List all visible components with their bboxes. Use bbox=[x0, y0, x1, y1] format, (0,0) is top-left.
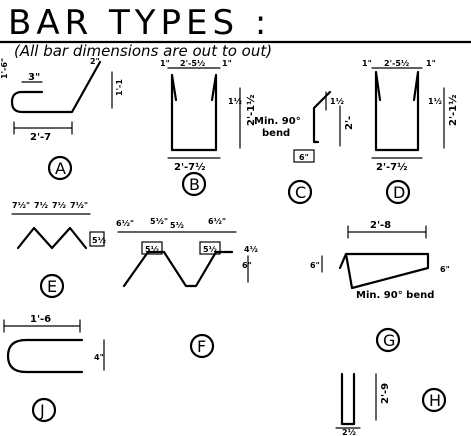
bar-g-group: 2'-8 6" 6" Min. 90° bend G bbox=[310, 220, 450, 353]
bar-a-label-circle bbox=[47, 155, 73, 181]
bar-d-dim-1a: 1" bbox=[362, 59, 372, 68]
bar-e-dim-a: 7½" bbox=[12, 200, 30, 210]
bar-f-group: 6½" 5½" 5½ 6½" 5½ 5½ 4½ 6" F bbox=[116, 216, 258, 359]
bar-d-dim-2-5: 2'-5½ bbox=[384, 58, 409, 68]
bar-f-dim-box-1 bbox=[141, 241, 163, 255]
bar-h-shape bbox=[340, 372, 356, 426]
bar-e-group: 7½" 7½ 7½ 7½" 5½ E bbox=[11, 200, 106, 299]
bar-b-label: B bbox=[189, 175, 200, 194]
bar-h-dim-2-9: 2'-9 bbox=[380, 383, 391, 404]
bar-b-dim-1a: 1" bbox=[160, 59, 170, 68]
page-subtitle: (All bar dimensions are out to out) bbox=[14, 42, 272, 60]
bar-b-dim-2-7: 2'-7½ bbox=[174, 162, 205, 173]
bar-f-dim-g: 4½ bbox=[244, 244, 258, 254]
bar-h-label: H bbox=[429, 391, 441, 410]
bar-f-dim-b: 5½" bbox=[150, 216, 168, 226]
bar-d-group: 1" 2'-5½ 1" 1½ 2'-1½ 2'-7½ D bbox=[362, 58, 459, 205]
bar-g-label: G bbox=[383, 331, 395, 350]
bar-g-dim-2-8: 2'-8 bbox=[370, 220, 391, 231]
bar-f-dim-e: 5½ bbox=[145, 244, 159, 254]
bar-j-group: 1'-6 4" J bbox=[3, 314, 105, 423]
bar-f-dim-box-2 bbox=[199, 241, 221, 255]
bar-f-dim-c: 5½ bbox=[170, 220, 184, 230]
bar-b-group: 1" 2'-5½ 1" 1½ 2'-1½ 2'-7½ B bbox=[160, 58, 257, 197]
bar-d-shape bbox=[374, 70, 420, 152]
bar-d-dim-1b: 1" bbox=[426, 59, 436, 68]
bar-d-dim-1h: 1½ bbox=[428, 96, 442, 106]
bar-g-dim-6b: 6" bbox=[440, 265, 450, 274]
bar-e-dim-rise: 5½ bbox=[92, 235, 106, 245]
page-title: BAR TYPES : bbox=[8, 3, 271, 43]
bar-a-dim-2-7: 2'-7 bbox=[30, 132, 51, 143]
bar-g-shape bbox=[338, 252, 430, 290]
bar-b-dim-2-5: 2'-5½ bbox=[180, 58, 205, 68]
bar-h-group: 2'-9 2½ H bbox=[335, 372, 447, 436]
bar-j-label: J bbox=[39, 401, 45, 420]
bar-g-dim-6a: 6" bbox=[310, 261, 320, 270]
bar-g-label-circle bbox=[375, 327, 401, 353]
bar-f-dim-a: 6½" bbox=[116, 218, 134, 228]
bar-b-label-circle bbox=[181, 171, 207, 197]
bar-f-dim-f: 5½ bbox=[203, 244, 217, 254]
bar-h-dim-2h: 2½ bbox=[342, 427, 356, 436]
bar-c-note-min: Min. 90° bbox=[254, 116, 301, 127]
bar-a-dim-1-6: 1'-6" bbox=[0, 58, 9, 79]
bar-c-dim-6: 6" bbox=[299, 153, 309, 162]
bar-f-label-circle bbox=[189, 333, 215, 359]
bar-j-shape bbox=[6, 338, 84, 374]
bar-b-shape bbox=[170, 73, 218, 152]
bar-e-dim-c: 7½ bbox=[52, 200, 66, 210]
bar-f-shape bbox=[122, 250, 234, 288]
bar-f-label: F bbox=[197, 337, 206, 356]
bar-c-group: 1½ 2'- Min. 90° bend 6" C bbox=[254, 90, 355, 205]
bar-a-group: 3" 2'-7 1'-6" 2" 1'-1 A bbox=[0, 57, 124, 181]
bar-c-dim-2: 2'- bbox=[344, 116, 355, 130]
bar-d-dim-2-1: 2'-1½ bbox=[448, 95, 459, 126]
bar-b-dim-1h: 1½ bbox=[228, 96, 242, 106]
bar-g-note: Min. 90° bend bbox=[356, 290, 434, 301]
bar-c-note-bend: bend bbox=[262, 128, 290, 139]
bar-e-dim-d: 7½" bbox=[70, 200, 88, 210]
bar-c-label-circle bbox=[287, 179, 313, 205]
bar-b-dim-2-1: 2'-1½ bbox=[246, 95, 257, 126]
bar-c-shape bbox=[312, 90, 332, 144]
bar-d-dim-2-7: 2'-7½ bbox=[376, 162, 407, 173]
bar-d-label: D bbox=[393, 183, 405, 202]
bar-j-dim-1-6: 1'-6 bbox=[30, 314, 51, 325]
bar-c-dim-box bbox=[293, 149, 315, 163]
bar-b-dim-1b: 1" bbox=[222, 59, 232, 68]
bar-e-shape bbox=[16, 226, 88, 250]
bar-a-label: A bbox=[55, 159, 66, 178]
bar-c-label: C bbox=[295, 183, 306, 202]
bar-j-dim-4: 4" bbox=[94, 353, 104, 362]
bar-h-label-circle bbox=[421, 387, 447, 413]
bar-a-dim-3: 3" bbox=[28, 72, 40, 83]
bar-a-dim-2: 2" bbox=[90, 57, 100, 66]
bar-d-label-circle bbox=[385, 179, 411, 205]
bar-a-shape bbox=[10, 60, 102, 114]
bar-a-dim-1-1: 1'-1 bbox=[115, 79, 124, 96]
bar-e-label: E bbox=[47, 277, 57, 296]
bar-e-label-circle bbox=[39, 273, 65, 299]
bar-f-dim-h: 6" bbox=[242, 261, 252, 270]
bar-j-label-circle bbox=[31, 397, 57, 423]
bar-c-dim-1h: 1½ bbox=[330, 96, 344, 106]
bar-e-dim-b: 7½ bbox=[34, 200, 48, 210]
bar-f-dim-d: 6½" bbox=[208, 216, 226, 226]
bar-e-dim-box bbox=[89, 231, 105, 247]
